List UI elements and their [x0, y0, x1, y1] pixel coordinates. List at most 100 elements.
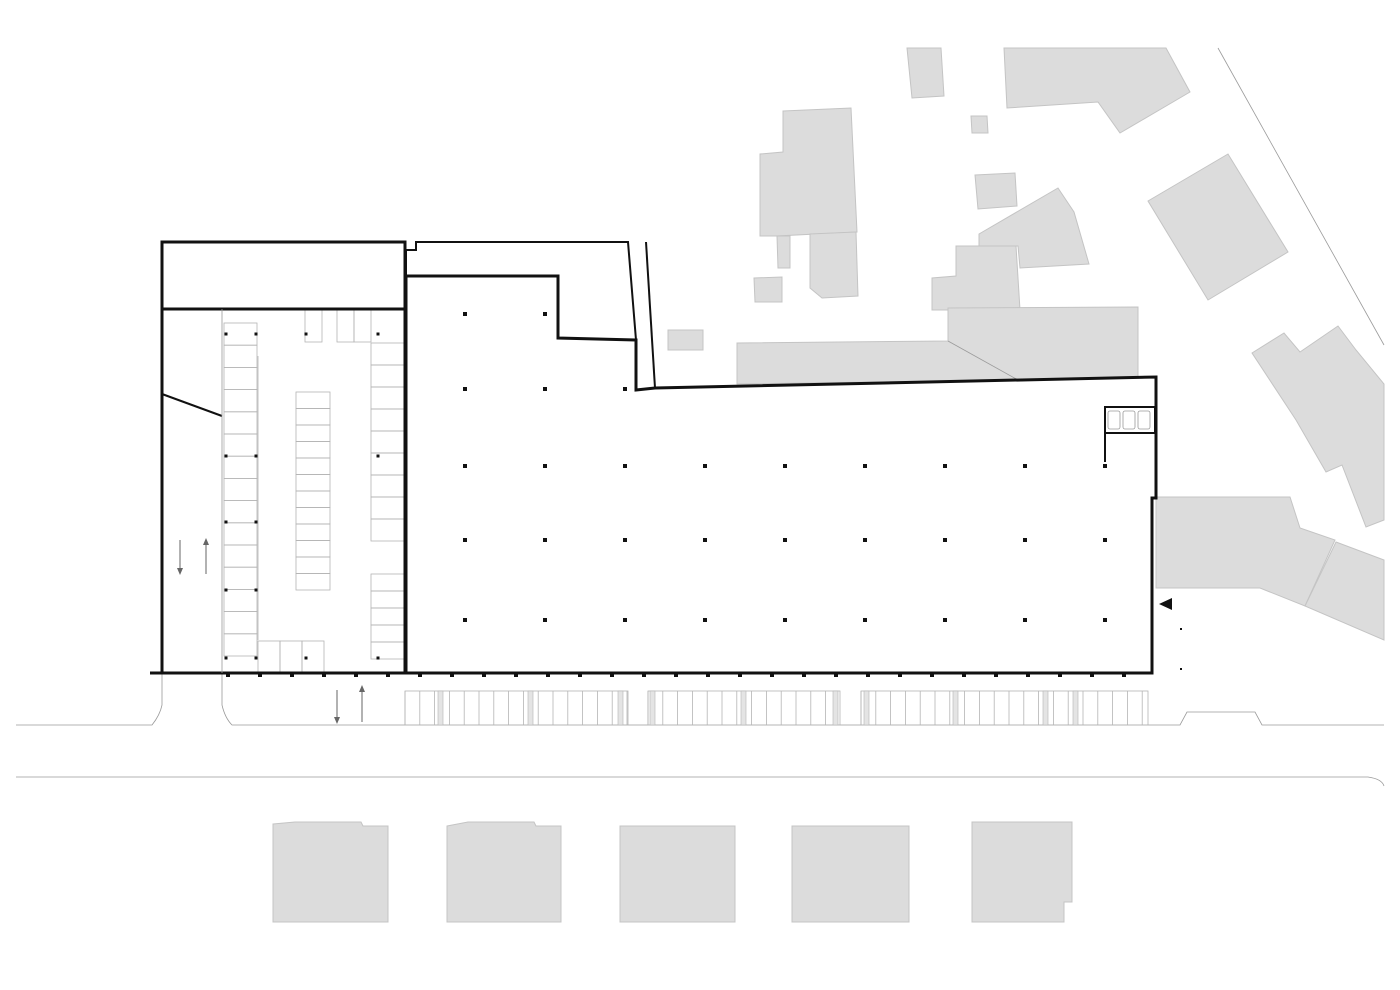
parking-stall — [223, 366, 258, 390]
neighbour-building — [791, 825, 910, 923]
facade-column — [450, 673, 454, 677]
facade-column — [578, 673, 582, 677]
neighbour-building — [931, 245, 1021, 311]
parking-stall — [370, 496, 405, 520]
street-parking-row — [404, 690, 1149, 726]
tree-pit — [527, 690, 534, 726]
parking-stall — [223, 389, 258, 413]
parking-stall — [295, 507, 331, 525]
parking-stall — [370, 342, 405, 366]
service-room — [1104, 406, 1156, 462]
parking-stall — [370, 518, 405, 542]
parking-stall — [370, 624, 405, 643]
parking-stall — [353, 309, 372, 343]
facade-column — [258, 673, 262, 677]
structural-column — [703, 464, 707, 468]
facade-column — [1058, 673, 1062, 677]
tree-pit — [617, 690, 624, 726]
structural-column — [224, 332, 228, 336]
tree-pit — [1072, 690, 1079, 726]
structural-columns — [224, 312, 1126, 677]
facade-column — [898, 673, 902, 677]
road — [16, 47, 1385, 787]
road-lower-edge — [16, 776, 1385, 787]
structural-column — [224, 454, 228, 458]
structural-column — [543, 464, 547, 468]
structural-column — [863, 464, 867, 468]
facade-column — [354, 673, 358, 677]
garage-internal-wall — [161, 393, 223, 417]
neighbour-building — [446, 821, 562, 923]
parking-garage — [223, 309, 405, 674]
neighbour-building — [1003, 47, 1191, 134]
parking-stall — [223, 455, 258, 479]
structural-column — [943, 464, 947, 468]
street-parking-bay — [860, 690, 1149, 726]
parking-stall — [370, 573, 405, 592]
structural-column — [304, 656, 308, 660]
parking-stall — [223, 589, 258, 613]
structural-column — [376, 656, 380, 660]
bollard — [1180, 628, 1182, 630]
neighbour-building — [906, 47, 945, 99]
neighbour-building — [809, 231, 859, 299]
structural-column — [623, 538, 627, 542]
north-wing-outline — [405, 241, 637, 341]
parking-garage-outline — [150, 309, 407, 675]
neighbour-building — [272, 821, 389, 923]
parking-stall — [370, 430, 405, 454]
parking-stall — [370, 364, 405, 388]
bollard — [1180, 668, 1182, 670]
parking-stall — [295, 391, 331, 409]
parking-stall — [223, 500, 258, 524]
tree-pit — [740, 690, 747, 726]
structural-column — [463, 538, 467, 542]
structural-column — [463, 387, 467, 391]
neighbour-building — [971, 821, 1073, 923]
structural-column — [1103, 464, 1107, 468]
parking-stall — [223, 544, 258, 568]
facade-column — [514, 673, 518, 677]
neighbour-building — [974, 172, 1018, 210]
structural-column — [623, 387, 627, 391]
main-building-hall — [404, 274, 1158, 675]
parking-stall — [295, 556, 331, 574]
parking-stall — [295, 441, 331, 459]
tree-pit — [649, 690, 656, 726]
parking-stall — [370, 607, 405, 626]
parking-stall — [257, 640, 281, 674]
parking-stall — [279, 640, 303, 674]
structural-column — [783, 464, 787, 468]
structural-column — [623, 464, 627, 468]
structural-column — [254, 520, 258, 524]
neighbour-buildings — [272, 47, 1385, 923]
parking-stall — [336, 309, 355, 343]
facade-column — [610, 673, 614, 677]
road-upper-edge — [16, 673, 1384, 726]
neighbour-building — [1147, 153, 1289, 301]
structural-column — [254, 454, 258, 458]
structural-column — [543, 538, 547, 542]
parking-stall — [295, 540, 331, 558]
neighbour-building — [753, 276, 783, 303]
structural-column — [1103, 538, 1107, 542]
service-room-outline — [1104, 406, 1156, 434]
structural-column — [224, 588, 228, 592]
structural-column — [1023, 464, 1027, 468]
facade-column — [706, 673, 710, 677]
traffic-arrows — [177, 538, 365, 724]
parking-stall — [223, 633, 258, 657]
structural-column — [703, 538, 707, 542]
facade-column — [226, 673, 230, 677]
parking-stall — [370, 452, 405, 476]
structural-column — [1103, 618, 1107, 622]
structural-column — [863, 618, 867, 622]
structural-column — [254, 588, 258, 592]
structural-column — [254, 332, 258, 336]
facade-column — [674, 673, 678, 677]
neighbour-building — [1304, 541, 1385, 641]
facade-column — [482, 673, 486, 677]
facade-column — [1026, 673, 1030, 677]
structural-column — [783, 618, 787, 622]
